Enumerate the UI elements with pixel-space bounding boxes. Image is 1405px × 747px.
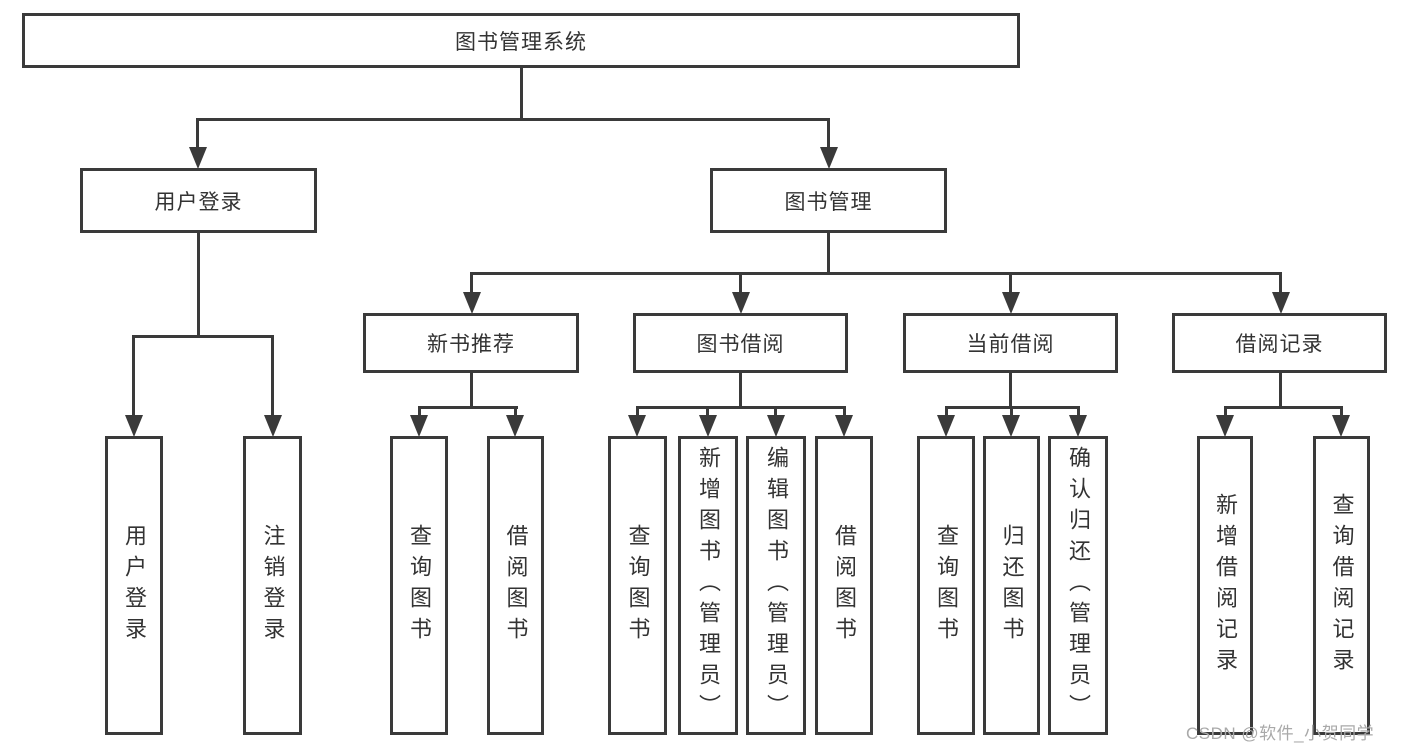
arrow-down-icon [1332,415,1350,437]
connector-to-borrow-records [1279,272,1282,296]
arrow-down-icon [264,415,282,437]
arrow-down-icon [1002,415,1020,437]
connector-to-new-book-recommend [470,272,473,296]
connector-to-leaf [706,406,709,418]
leaf-borrow-query-books-label: 查询图书 [625,523,651,648]
connector-to-leaf [514,406,517,418]
connector-to-leaf [1010,406,1013,418]
leaf-borrow-add-books-admin: 新增图书（管理员） [678,436,738,735]
node-book-management-label: 图书管理 [784,190,873,214]
node-borrow-records: 借阅记录 [1172,313,1387,373]
leaf-borrow-query-books: 查询图书 [608,436,667,735]
connector-user-login-stem [197,233,200,338]
arrow-down-icon [767,415,785,437]
node-root: 图书管理系统 [22,13,1020,68]
leaf-borrow-borrow-books: 借阅图书 [815,436,873,735]
leaf-user-login: 用户登录 [105,436,163,735]
arrow-down-icon [189,147,207,169]
connector-borrow-rail [636,406,846,409]
node-book-borrow-label: 图书借阅 [696,333,785,356]
connector-to-leaf [1077,406,1080,418]
node-book-management: 图书管理 [710,168,947,233]
connector-to-leaf [636,406,639,418]
connector-book-management-stem [827,233,830,275]
connector-to-current-borrow [1009,272,1012,296]
connector-to-leaf [774,406,777,418]
leaf-records-query-record: 查询借阅记录 [1313,436,1370,735]
arrow-down-icon [937,415,955,437]
leaf-records-add-record-label: 新增借阅记录 [1213,492,1238,679]
arrow-down-icon [410,415,428,437]
connector-to-leaf [1224,406,1227,418]
leaf-recommend-query-books-label: 查询图书 [407,523,432,648]
leaf-logout: 注销登录 [243,436,302,735]
leaf-borrow-edit-books-admin: 编辑图书（管理员） [746,436,806,735]
leaf-user-login-label: 用户登录 [122,523,147,648]
connector-to-leaf [418,406,421,418]
node-current-borrow: 当前借阅 [903,313,1118,373]
arrow-down-icon [1272,292,1290,314]
node-new-book-recommend-label: 新书推荐 [427,333,515,356]
connector-to-leaf [1340,406,1343,418]
node-current-borrow-label: 当前借阅 [966,333,1055,356]
arrow-down-icon [1069,415,1087,437]
arrow-down-icon [506,415,524,437]
leaf-logout-label: 注销登录 [260,523,286,648]
connector-to-leaf-user-login [132,335,135,419]
connector-root-stem [520,68,523,121]
connector-to-user-login [196,118,199,150]
connector-records-rail [1224,406,1343,409]
arrow-down-icon [732,292,750,314]
node-borrow-records-label: 借阅记录 [1235,333,1324,356]
connector-records-stem [1279,373,1282,409]
arrow-down-icon [125,415,143,437]
leaf-borrow-edit-books-admin-label: 编辑图书（管理员） [764,446,789,725]
connector-to-book-management [827,118,830,150]
arrow-down-icon [1216,415,1234,437]
leaf-recommend-query-books: 查询图书 [390,436,448,735]
connector-recommend-stem [470,373,473,409]
connector-to-leaf-logout [271,335,274,419]
leaf-borrow-borrow-books-label: 借阅图书 [832,523,857,648]
leaf-current-query-books: 查询图书 [917,436,975,735]
csdn-watermark: CSDN @软件_小贺同学 [1186,724,1375,743]
leaf-current-confirm-return-admin-label: 确认归还（管理员） [1066,446,1091,725]
leaf-current-confirm-return-admin: 确认归还（管理员） [1048,436,1108,735]
leaf-current-return-books: 归还图书 [983,436,1040,735]
connector-to-book-borrow [739,272,742,296]
arrow-down-icon [820,147,838,169]
connector-to-leaf [945,406,948,418]
node-user-login: 用户登录 [80,168,317,233]
connector-book-management-rail [470,272,1282,275]
leaf-recommend-borrow-books: 借阅图书 [487,436,544,735]
leaf-current-return-books-label: 归还图书 [999,523,1025,648]
leaf-records-add-record: 新增借阅记录 [1197,436,1253,735]
connector-current-stem [1009,373,1012,409]
leaf-borrow-add-books-admin-label: 新增图书（管理员） [696,446,721,725]
arrow-down-icon [699,415,717,437]
leaf-records-query-record-label: 查询借阅记录 [1329,492,1355,679]
arrow-down-icon [1002,292,1020,314]
connector-recommend-rail [418,406,518,409]
connector-root-rail [196,118,830,121]
leaf-recommend-borrow-books-label: 借阅图书 [503,523,529,648]
connector-borrow-stem [739,373,742,409]
node-root-label: 图书管理系统 [455,30,587,54]
arrow-down-icon [628,415,646,437]
node-book-borrow: 图书借阅 [633,313,848,373]
leaf-current-query-books-label: 查询图书 [934,523,959,648]
node-new-book-recommend: 新书推荐 [363,313,579,373]
connector-user-login-rail [132,335,274,338]
connector-to-leaf [843,406,846,418]
arrow-down-icon [463,292,481,314]
arrow-down-icon [835,415,853,437]
node-user-login-label: 用户登录 [154,190,243,214]
